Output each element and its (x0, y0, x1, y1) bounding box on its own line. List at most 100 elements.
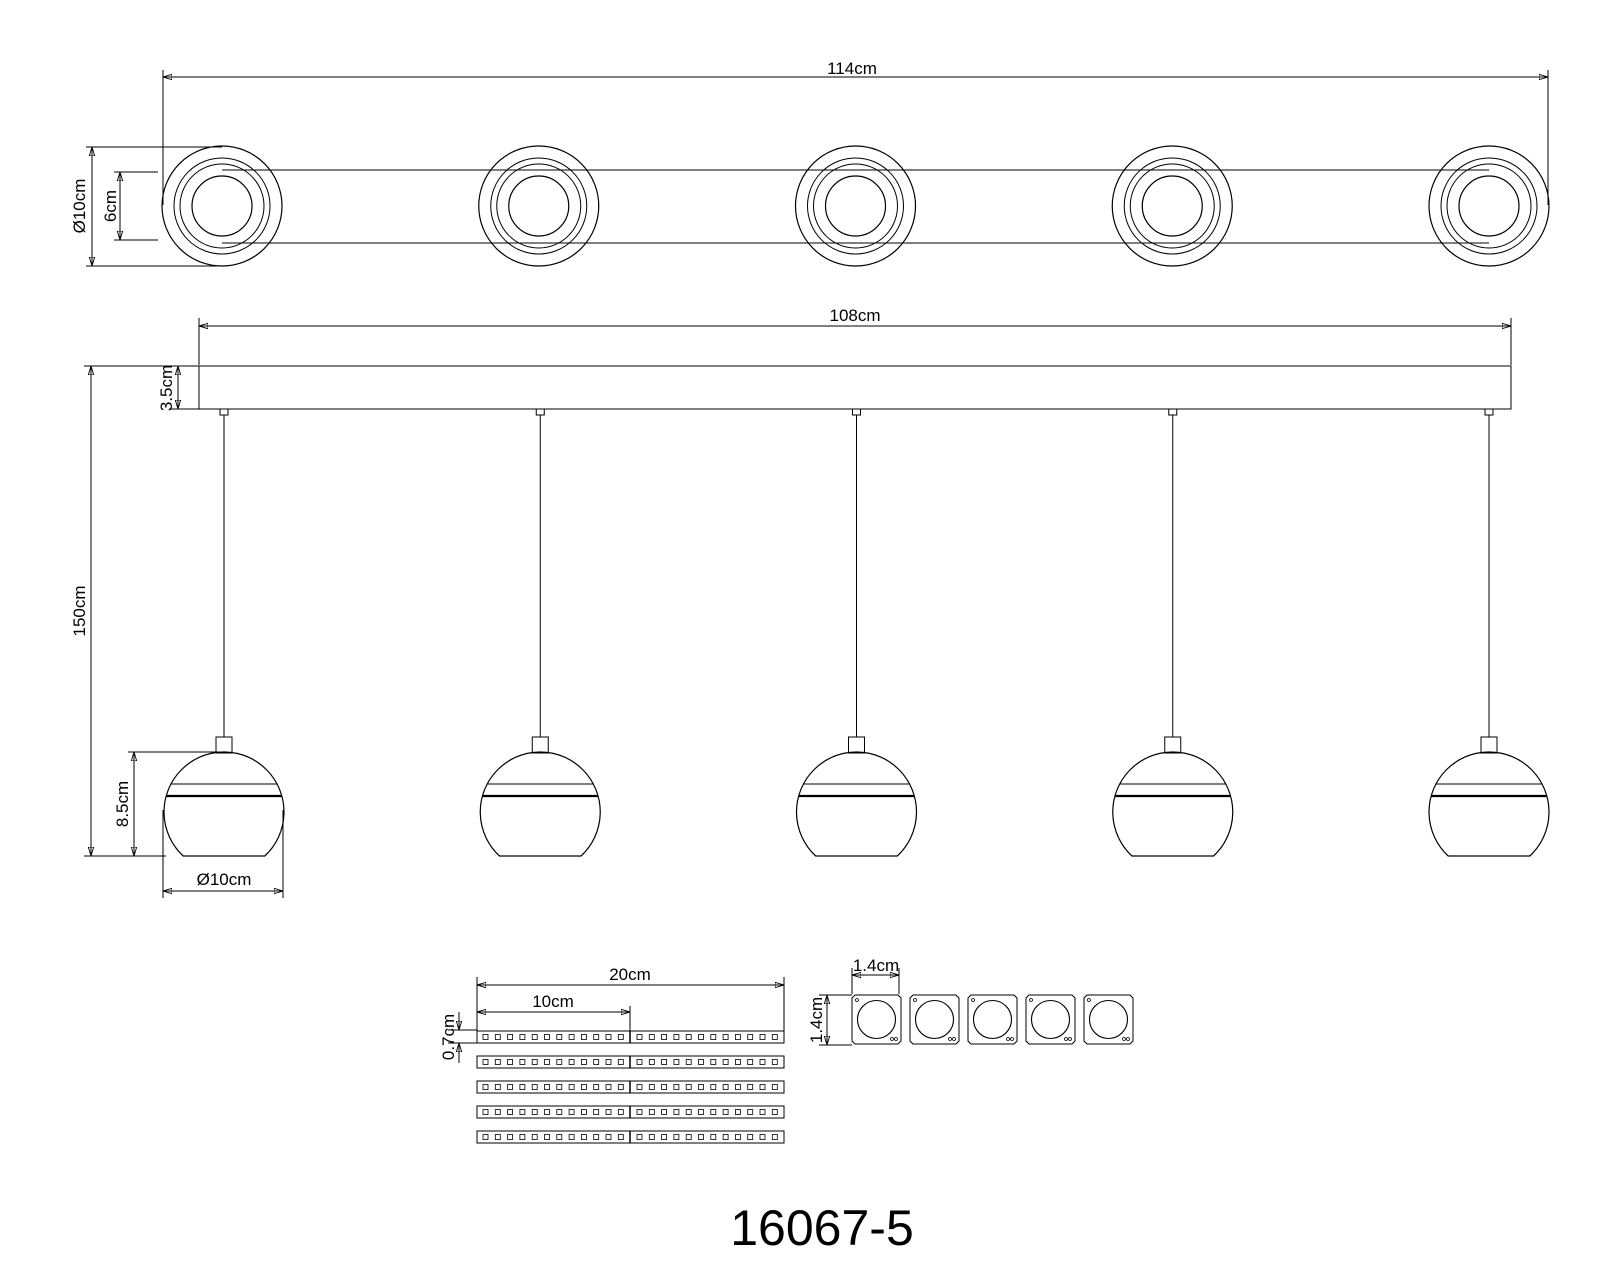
led-chip (710, 1084, 717, 1090)
led-chip (735, 1134, 741, 1140)
spot-inner-ring (496, 163, 582, 249)
led-chip (698, 1134, 704, 1140)
glass-shade (163, 751, 285, 857)
top-spot (478, 145, 600, 267)
led-module (967, 994, 1018, 1045)
module-pad (890, 1037, 894, 1041)
canopy-height-label: 3.5cm (157, 365, 176, 411)
module-board (909, 994, 960, 1045)
led-chip (673, 1059, 680, 1065)
glass-shade (795, 751, 918, 857)
led-chip (593, 1134, 600, 1140)
led-chip (722, 1084, 729, 1090)
led-chip (771, 1034, 778, 1040)
led-strip (476, 1105, 785, 1119)
led-chip (710, 1059, 717, 1065)
led-chip (544, 1084, 550, 1090)
top-spot-group (161, 145, 1550, 267)
led-chip (698, 1034, 704, 1040)
led-chip (771, 1059, 778, 1065)
led-chip (636, 1084, 643, 1090)
led-chip (722, 1109, 729, 1115)
led-chip (771, 1134, 778, 1140)
top-view: 114cm Ø10cm 6cm (70, 59, 1550, 267)
led-chip (494, 1084, 501, 1090)
pendant (163, 408, 285, 857)
led-chip (617, 1034, 624, 1040)
part-number: 16067-5 (730, 1200, 914, 1256)
led-chip (722, 1059, 729, 1065)
top-spot (794, 145, 917, 267)
led-chip (482, 1084, 489, 1090)
canopy-length-label: 108cm (829, 306, 880, 325)
module-led (914, 999, 955, 1040)
module-pad (952, 1037, 956, 1041)
total-height-label: 150cm (70, 585, 89, 636)
glass-shade (479, 751, 601, 857)
led-chip (556, 1134, 563, 1140)
led-chip (593, 1059, 600, 1065)
led-chip (648, 1034, 655, 1040)
strip-width-label: 0.7cm (439, 1014, 458, 1060)
led-chip (747, 1059, 754, 1065)
cable-mount (219, 408, 229, 416)
led-strip (476, 1130, 785, 1144)
pendant (1428, 408, 1550, 857)
led-chip (710, 1034, 717, 1040)
module-pad (855, 998, 859, 1002)
module-pad (948, 1037, 952, 1041)
module-width-label: 1.4cm (853, 956, 899, 975)
led-chip (673, 1034, 680, 1040)
module-pad (1122, 1037, 1126, 1041)
led-chip (735, 1034, 741, 1040)
spot-outer-ring (794, 145, 917, 267)
led-chip (759, 1059, 766, 1065)
module-height-label: 1.4cm (807, 997, 826, 1043)
spot-inner-ring (1446, 163, 1532, 249)
spot-inner-ring (813, 163, 898, 249)
led-module (851, 994, 902, 1045)
led-chip (661, 1059, 667, 1065)
spot-middle-ring (173, 157, 271, 255)
led-chip (482, 1134, 489, 1140)
cable-mount (852, 408, 861, 416)
module-led (972, 999, 1013, 1040)
led-chip (747, 1109, 754, 1115)
spot-outer-ring (1111, 145, 1233, 267)
module-pad (894, 1037, 898, 1041)
led-chip (698, 1059, 704, 1065)
led-chip (747, 1084, 754, 1090)
total-width-label: 114cm (827, 59, 877, 78)
spot-middle-ring (807, 157, 904, 255)
shade-diameter-label: Ø10cm (197, 870, 252, 889)
led-chip (698, 1084, 704, 1090)
led-chip (648, 1084, 655, 1090)
spot-lens (1458, 175, 1520, 237)
glass-shade (1428, 751, 1550, 857)
cable-mount (1484, 408, 1494, 416)
led-chip (581, 1109, 587, 1115)
led-chip (747, 1034, 754, 1040)
led-chip (568, 1109, 575, 1115)
spot-lens (191, 175, 253, 237)
led-chip (507, 1134, 514, 1140)
led-chip (759, 1109, 766, 1115)
spot-inner-ring (1129, 163, 1215, 249)
module-board (1025, 994, 1076, 1045)
led-chip (648, 1134, 655, 1140)
led-chip (661, 1034, 667, 1040)
led-chip (568, 1134, 575, 1140)
half-length-label: 10cm (532, 992, 574, 1011)
led-chip (759, 1134, 766, 1140)
module-pad (1126, 1037, 1130, 1041)
led-chip (544, 1059, 550, 1065)
shade-cap (215, 736, 233, 754)
led-chip (507, 1034, 514, 1040)
led-chip (593, 1034, 600, 1040)
pendant (479, 408, 601, 857)
module-pad (1068, 1037, 1072, 1041)
led-chip (494, 1034, 501, 1040)
module-board (1083, 994, 1134, 1045)
led-chip (747, 1134, 754, 1140)
